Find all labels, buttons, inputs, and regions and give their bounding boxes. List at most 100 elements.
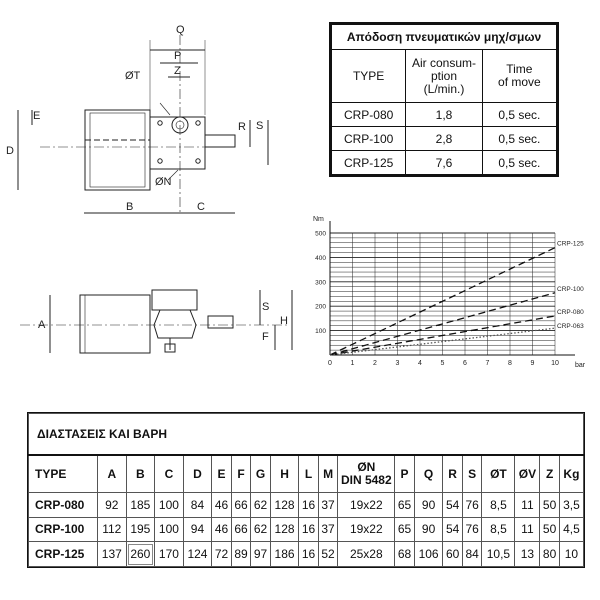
dim-label-c: C (197, 201, 205, 213)
dim-label-q: Q (176, 24, 185, 36)
series-label: CRP-080 (557, 309, 584, 316)
dim-value-cell: 54 (442, 516, 463, 543)
x-tick-label: 10 (551, 360, 559, 367)
dim-value-cell: 80 (539, 541, 560, 567)
chart-axes (329, 221, 575, 356)
dim-value-cell: 46 (211, 516, 232, 543)
dim-value-cell: 185 (125, 492, 156, 518)
chart-grid (329, 232, 556, 355)
dim-header-cell: ØN DIN 5482 (337, 454, 396, 493)
dim-type-cell: CRP-100 (28, 516, 98, 543)
series-line (329, 247, 556, 356)
dim-value-cell: 10 (558, 541, 585, 567)
dim-value-cell: 76 (461, 492, 483, 518)
dim-value-cell: 54 (442, 492, 463, 518)
top-view-drawing: Q P ØT Z E D R S ØN B C (6, 24, 269, 215)
dim-value-cell: 100 (154, 516, 184, 543)
dim-label-s2: S (262, 301, 269, 313)
dim-value-cell: 89 (230, 541, 252, 567)
y-tick-label: 100 (315, 328, 326, 335)
dim-value-cell: 90 (413, 492, 444, 518)
dim-header-cell: TYPE (28, 454, 98, 493)
perf-cell: 0,5 sec. (481, 150, 558, 175)
dim-value-cell: 84 (182, 492, 213, 518)
dim-value-cell: 37 (317, 516, 339, 543)
dim-header-cell: L (298, 454, 319, 493)
perf-cell: 7,6 (405, 150, 483, 175)
perf-header-type: TYPE (330, 49, 407, 103)
table-row: CRP-100 2,8 0,5 sec. (330, 126, 558, 151)
perf-header-time: Time of move (481, 49, 558, 103)
dim-label-a: A (38, 319, 46, 331)
dim-value-cell: 76 (461, 516, 483, 543)
chart-xlabel: bar (575, 362, 586, 369)
series-label: CRP-063 (557, 323, 584, 330)
dim-header-cell: C (154, 454, 184, 493)
x-tick-label: 4 (418, 360, 422, 367)
dim-value-cell: 137 (97, 541, 127, 567)
dim-value-cell: 170 (154, 541, 184, 567)
dim-value-cell: 3,5 (558, 492, 585, 518)
dim-value-cell: 25x28 (337, 541, 396, 567)
dim-value-cell: 186 (269, 541, 300, 567)
dim-value-cell: 260 (125, 541, 156, 567)
perf-cell: CRP-125 (330, 150, 407, 175)
dim-value-cell: 19x22 (337, 492, 396, 518)
side-view-drawing: A S F H (20, 289, 293, 354)
dim-label-z: Z (174, 65, 181, 77)
dim-value-cell: 128 (269, 516, 300, 543)
actuator-body (84, 109, 151, 191)
dim-value-cell: 94 (182, 516, 213, 543)
perf-cell: 0,5 sec. (481, 102, 558, 127)
dim-header-cell: B (125, 454, 156, 493)
dim-type-cell: CRP-125 (28, 541, 98, 567)
x-tick-label: 5 (441, 360, 445, 367)
series-line (329, 327, 556, 356)
dim-value-cell: 4,5 (558, 516, 585, 543)
dim-value-cell: 65 (394, 492, 415, 518)
dim-value-cell: 52 (317, 541, 339, 567)
dim-label-b: B (126, 201, 133, 213)
x-tick-label: 6 (463, 360, 467, 367)
dim-header-cell: ØT (481, 454, 516, 493)
dim-header-cell: D (182, 454, 213, 493)
dim-type-cell: CRP-080 (28, 492, 98, 518)
dim-value-cell: 11 (514, 492, 541, 518)
dim-header-cell: Z (539, 454, 560, 493)
x-tick-label: 0 (328, 360, 332, 367)
dim-header-cell: R (442, 454, 463, 493)
dim-header-cell: P (394, 454, 415, 493)
dim-value-cell: 97 (250, 541, 271, 567)
series-line (329, 315, 556, 356)
series-line (329, 292, 556, 356)
dim-value-cell: 16 (298, 516, 319, 543)
dim-value-cell: 92 (97, 492, 127, 518)
y-tick-label: 200 (315, 304, 326, 311)
dim-value-cell: 84 (461, 541, 483, 567)
dim-value-cell: 37 (317, 492, 339, 518)
series-label: CRP-125 (557, 241, 584, 248)
dim-value-cell: 72 (211, 541, 232, 567)
dim-header-cell: S (461, 454, 483, 493)
dim-value-cell: 62 (250, 516, 271, 543)
dim-header-cell: Q (413, 454, 444, 493)
dim-header-cell: G (250, 454, 271, 493)
dim-value-cell: 19x22 (337, 516, 396, 543)
perf-cell: CRP-080 (330, 102, 407, 127)
dim-label-r: R (238, 121, 246, 133)
x-tick-label: 1 (351, 360, 355, 367)
performance-table: Απόδοση πνευματικών μηχ/σμων TYPE Air co… (329, 22, 559, 177)
dim-value-cell: 13 (514, 541, 541, 567)
dim-header-cell: Kg (558, 454, 585, 493)
dim-header-cell: E (211, 454, 232, 493)
dim-label-f: F (262, 331, 269, 343)
dim-header-cell: F (230, 454, 252, 493)
perf-cell: 0,5 sec. (481, 126, 558, 151)
perf-cell: 2,8 (405, 126, 483, 151)
x-tick-label: 3 (396, 360, 400, 367)
